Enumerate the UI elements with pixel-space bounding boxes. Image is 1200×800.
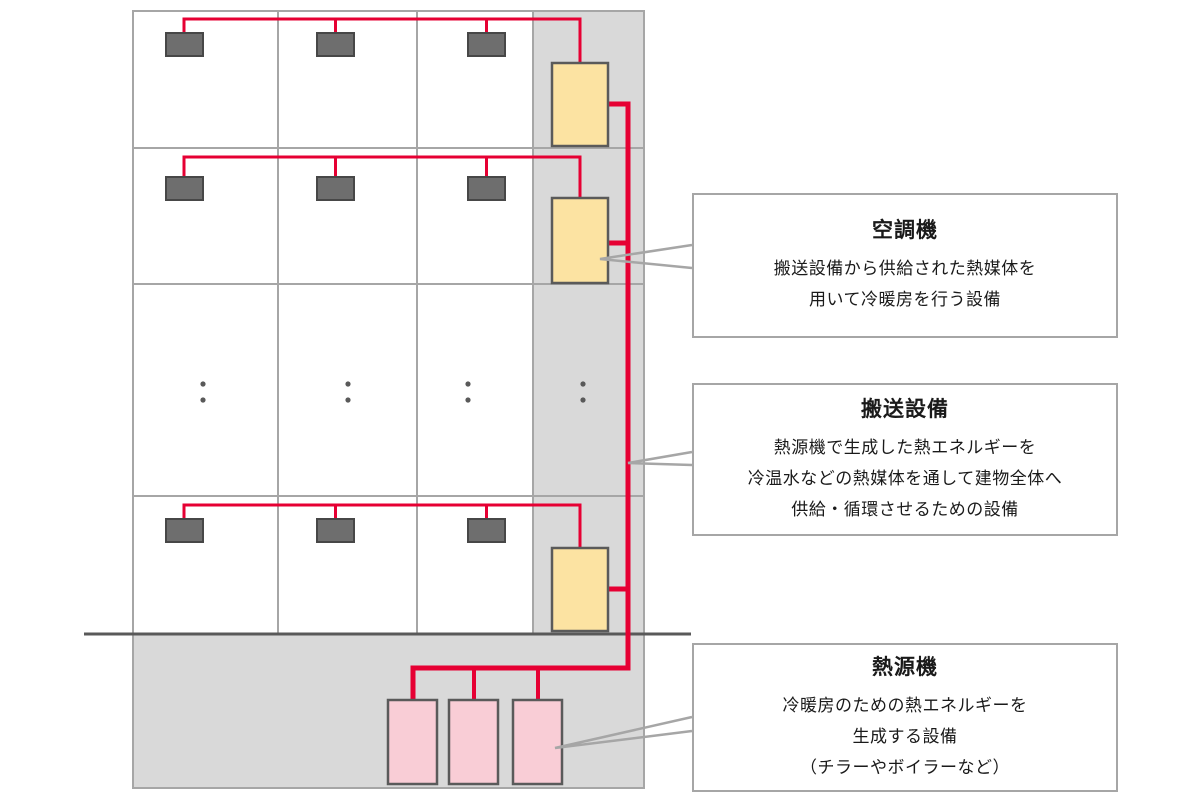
callout-transport-line: 冷温水などの熱媒体を通して建物全体へ [747,468,1063,488]
callout-air-handler-title: 空調機 [872,219,938,242]
ceiling-unit [467,518,506,543]
callout-heat-source-line: 生成する設備 [852,726,958,746]
ceiling-unit [316,518,355,543]
ellipsis-dot [465,381,471,387]
leader-heat-source [554,715,693,750]
callout-air-handler: 空調機 搬送設備から供給された熱媒体を 用いて冷暖房を行う設備 [692,193,1118,338]
callout-heat-source-title: 熱源機 [872,655,938,679]
callout-heat-source-line: （チラーやボイラーなど） [800,757,1010,777]
callout-air-handler-line: 用いて冷暖房を行う設備 [809,290,1001,309]
ellipsis-dot [200,397,206,403]
ceiling-unit [316,32,355,57]
ellipsis-dot [345,397,351,403]
callout-transport-title: 搬送設備 [861,397,949,421]
ceiling-unit [165,176,204,201]
main-riser-pipe [410,101,631,700]
air-handler-unit [550,546,610,633]
callout-leaders [554,243,693,750]
ellipsis-dot [465,397,471,403]
heat-source-unit [386,698,439,786]
floor2-ceiling-pipe [182,155,582,198]
ceiling-unit [165,32,204,57]
callout-heat-source: 熱源機 冷暖房のための熱エネルギーを 生成する設備 （チラーやボイラーなど） [692,643,1118,792]
ellipsis-dot [580,381,586,387]
floor4-ceiling-pipe [182,503,582,548]
callout-transport: 搬送設備 熱源機で生成した熱エネルギーを 冷温水などの熱媒体を通して建物全体へ … [692,383,1118,536]
ceiling-unit [165,518,204,543]
callout-air-handler-line: 搬送設備から供給された熱媒体を [773,259,1037,278]
ceiling-unit [467,32,506,57]
heat-source-unit [511,698,564,786]
heat-source-units [386,698,564,786]
heat-source-unit [447,698,500,786]
leader-transport [627,450,693,467]
callout-transport-line: 供給・循環させるための設備 [791,499,1019,519]
ellipsis-dot [345,381,351,387]
ceiling-unit [467,176,506,201]
floor1-ceiling-pipe [182,17,582,63]
ellipsis-dot [200,381,206,387]
ceiling-unit [316,176,355,201]
leader-air-handler [599,243,693,270]
omitted-floors-ellipsis [200,381,586,403]
callout-transport-line: 熱源機で生成した熱エネルギーを [773,437,1037,457]
air-handlers [550,61,610,633]
air-handler-unit [550,61,610,148]
air-handler-unit [550,196,610,285]
ceiling-units [165,32,506,543]
piping [182,17,631,700]
callout-heat-source-line: 冷暖房のための熱エネルギーを [782,695,1028,715]
ellipsis-dot [580,397,586,403]
heat-source-branch-pipes [472,668,540,700]
